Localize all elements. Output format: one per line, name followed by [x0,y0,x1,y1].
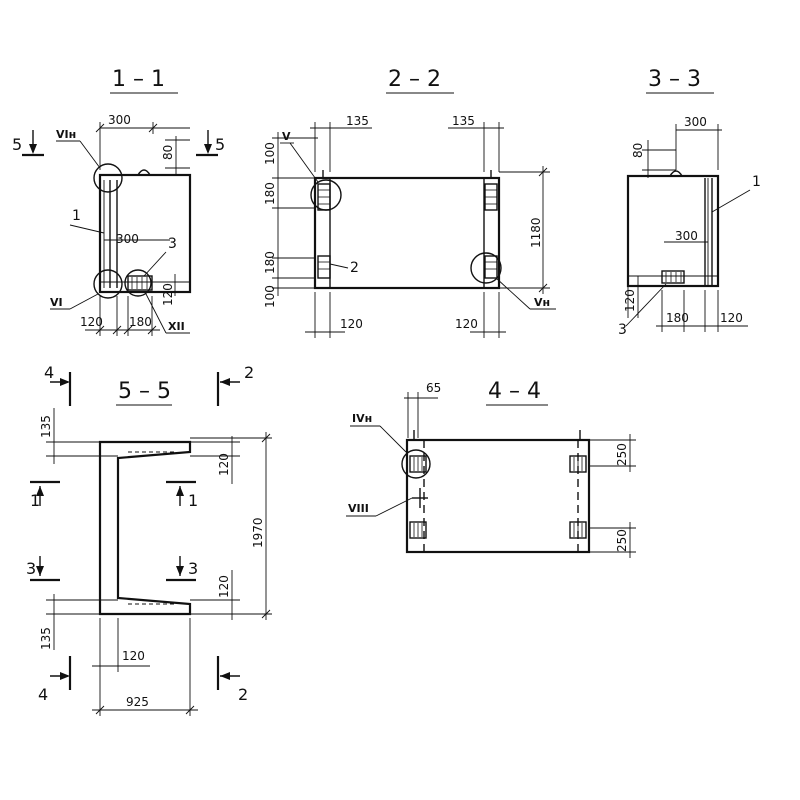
section-5-5: 5 – 5 4 2 4 [26,363,272,716]
dims-5-5: 135 135 120 120 1970 120 [39,408,272,716]
dim-left-180b: 180 [263,251,277,274]
detail-circle-v [310,179,342,211]
section-1-1-title: 1 – 1 [112,67,165,92]
dim-3-3-80: 80 [631,143,645,158]
section-4-4-title: 4 – 4 [488,379,541,404]
cut-label-2-bottom: 2 [238,685,248,704]
dims-2-2: 100 180 180 100 135 135 1180 120 [263,114,550,338]
cut-marker-5-left: 5 [12,130,44,157]
dim-5-5-left-135-bottom: 135 [39,627,53,650]
callout-2: 2 [350,260,359,276]
section-2-2-body [313,170,501,290]
dim-4-4-250-top: 250 [615,443,629,466]
cut-label-3-left: 3 [26,559,36,578]
dim-5-5-right-120-top: 120 [217,453,231,476]
section-3-3-body [626,170,720,288]
dim-top-135a: 135 [346,114,369,128]
dim-5-5-right-120-bottom: 120 [217,575,231,598]
section-1-1: 1 – 1 5 [12,67,225,336]
dim-3-3-bottom-120: 120 [720,311,743,325]
cut-label-4-top: 4 [44,363,54,382]
section-2-2: 2 – 2 V [263,67,556,338]
dim-left-100a: 100 [263,142,277,165]
callout-1-left: 1 [72,208,81,224]
section-5-5-title: 5 – 5 [118,379,171,404]
cut-label-4-bottom: 4 [38,685,48,704]
dim-5-5-925: 925 [126,695,149,709]
cut-marker-4-bottom: 4 [38,656,72,704]
cut-label-5-right: 5 [215,135,225,154]
dim-inner-300: 300 [116,232,139,246]
detail-circle-xii [124,269,152,297]
cut-marker-2-bottom: 2 [216,656,248,704]
dim-left-100b: 100 [263,285,277,308]
cut-marker-2-top: 2 [216,363,254,406]
dim-3-3-top-300: 300 [684,115,707,129]
detail-circle-ivn [401,449,431,479]
dim-4-4-250-bottom: 250 [615,529,629,552]
dim-bottom-120a: 120 [340,317,363,331]
dims-4-4: 65 250 250 [404,381,636,558]
section-3-3: 3 – 3 1 3 300 80 [618,67,761,338]
dim-3-3-bottom-180: 180 [666,311,689,325]
dim-5-5-bottom-120: 120 [122,649,145,663]
dim-left-180a: 180 [263,182,277,205]
cut-label-2-top: 2 [244,363,254,382]
cut-marker-4-top: 4 [44,363,72,406]
cut-label-3-right: 3 [188,559,198,578]
cut-marker-1-right: 1 [166,480,198,510]
ref-vi-label: VI [50,296,63,309]
cut-label-5-left: 5 [12,135,22,154]
cut-marker-3-left: 3 [26,556,60,582]
callout-1-right: 1 [752,174,761,190]
section-2-2-title: 2 – 2 [388,67,441,92]
cut-label-1-left: 1 [30,491,40,510]
section-1-1-body [98,169,192,294]
dim-3-3-left-120: 120 [623,289,637,312]
cut-marker-5-right: 5 [196,130,225,157]
dims-3-3: 300 80 300 120 180 120 [623,115,748,332]
dim-5-5-left-135-top: 135 [39,415,53,438]
dim-4-4-65: 65 [426,381,441,395]
section-4-4-body [405,430,591,554]
callout-3-left: 3 [168,236,177,252]
dims-1-1: 300 80 300 120 120 180 [80,113,190,336]
section-5-5-body [98,440,192,616]
ref-ivn-label: IVн [352,412,372,425]
ref-viii-label: VIII [348,502,369,515]
dim-1180: 1180 [529,217,543,248]
dim-80: 80 [161,145,175,160]
detail-circle-vi [93,269,123,299]
ref-xii-label: XII [168,320,185,333]
dim-bottom-180: 180 [129,315,152,329]
ref-vn-label: Vн [534,296,550,309]
section-4-4: 4 – 4 [346,379,636,558]
cut-marker-3-right: 3 [166,556,198,582]
ref-v-label: V [282,130,291,143]
dim-bottom-120: 120 [80,315,103,329]
dim-top-300: 300 [108,113,131,127]
cut-label-1-right: 1 [188,491,198,510]
ref-vin-label: VIн [56,128,76,141]
cut-marker-1-left: 1 [30,480,60,510]
dim-3-3-inner-300: 300 [675,229,698,243]
dim-5-5-1970: 1970 [251,517,265,548]
dim-bottom-120b: 120 [455,317,478,331]
callout-3-right: 3 [618,322,627,338]
dim-top-135b: 135 [452,114,475,128]
detail-circle-vn [470,252,502,284]
section-3-3-title: 3 – 3 [648,67,701,92]
dim-120-vertical: 120 [161,283,175,306]
detail-circle-vin [93,163,123,193]
